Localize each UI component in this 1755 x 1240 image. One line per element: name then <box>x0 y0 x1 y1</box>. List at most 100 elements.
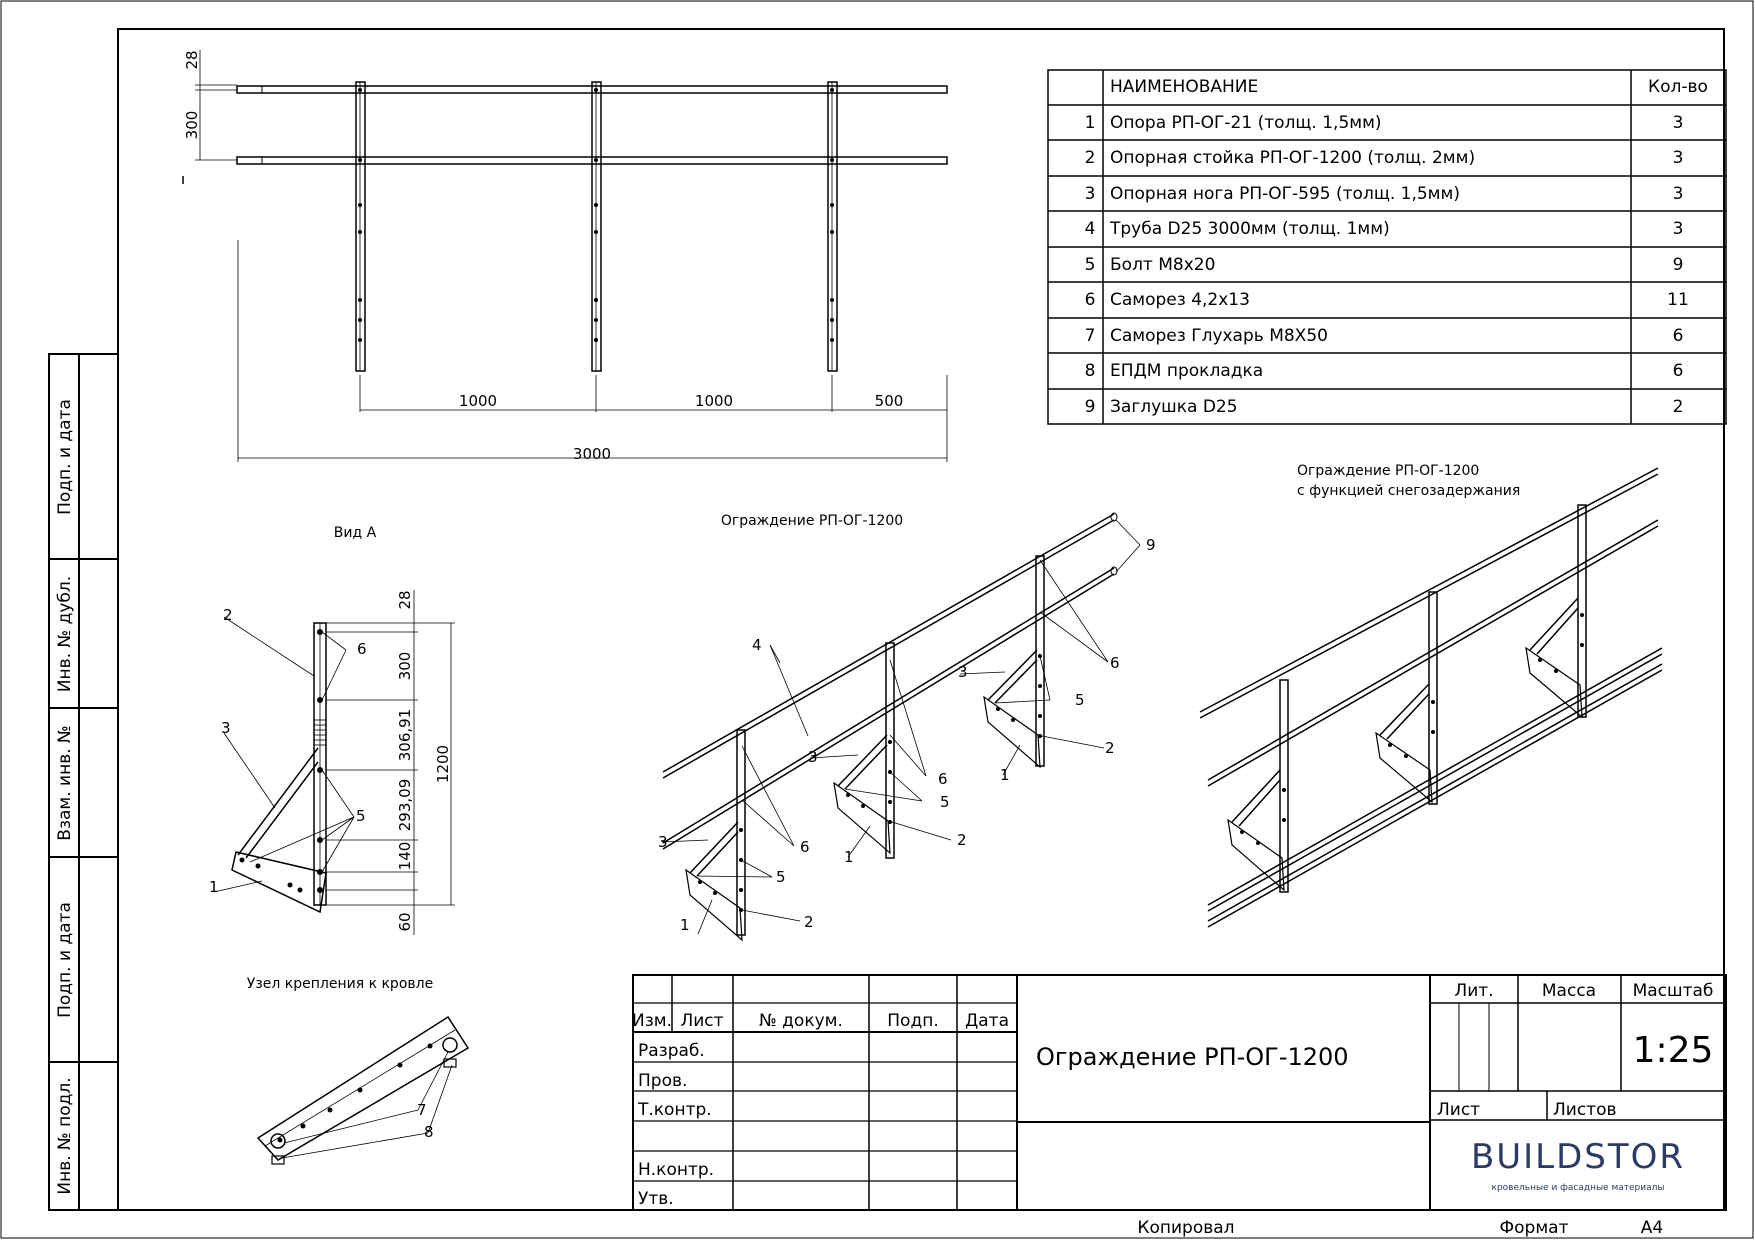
spec-name: Заглушка D25 <box>1110 397 1238 417</box>
tb-col-header: Дата <box>965 1011 1009 1031</box>
view-a-dims: 28 300 306,91 293,09 140 60 1200 2 6 3 5… <box>209 590 452 931</box>
iso2-caption-1: Ограждение РП-ОГ-1200 <box>1297 463 1479 479</box>
callout: 5 <box>356 807 366 825</box>
stamp-orig-inv: Инв. № подл. <box>55 1077 75 1194</box>
front-view <box>182 50 948 462</box>
callout: 5 <box>940 793 950 811</box>
front-dim-28: 28 <box>183 50 201 69</box>
title-block <box>632 974 1727 1211</box>
callout: 3 <box>958 663 968 681</box>
spec-pos: 9 <box>1085 397 1096 417</box>
spec-name: Саморез Глухарь М8Х50 <box>1110 326 1328 346</box>
stamp-sign-date-2: Подп. и дата <box>55 902 75 1018</box>
title-block-labels: Изм. Лист № докум. Подп. Дата Разраб. Пр… <box>632 981 1713 1238</box>
spec-pos: 2 <box>1085 148 1096 168</box>
spec-qty: 9 <box>1673 255 1684 275</box>
spec-qty: 6 <box>1673 326 1684 346</box>
side-stamp <box>48 353 119 1211</box>
callout: 3 <box>658 833 668 851</box>
callout: 5 <box>776 868 786 886</box>
view-a-dim: 60 <box>396 912 414 931</box>
spec-qty: 11 <box>1667 290 1689 310</box>
callout: 9 <box>1146 536 1156 554</box>
spec-pos: 7 <box>1085 326 1096 346</box>
view-a-dim: 28 <box>396 590 414 609</box>
spec-pos: 5 <box>1085 255 1096 275</box>
spec-qty: 3 <box>1673 113 1684 133</box>
spec-name: Опора РП-ОГ-21 (толщ. 1,5мм) <box>1110 113 1382 133</box>
stamp-sign-date-1: Подп. и дата <box>55 399 75 515</box>
view-a-dim: 293,09 <box>396 779 414 832</box>
callout: 7 <box>417 1101 427 1119</box>
iso2-caption-2: с функцией снегозадержания <box>1297 483 1520 499</box>
iso1-caption: Ограждение РП-ОГ-1200 <box>721 513 903 529</box>
spec-pos: 4 <box>1085 219 1096 239</box>
spec-qty: 3 <box>1673 219 1684 239</box>
spec-name: Опорная стойка РП-ОГ-1200 (толщ. 2мм) <box>1110 148 1475 168</box>
callout: 1 <box>844 848 854 866</box>
callout: 6 <box>1110 654 1120 672</box>
spec-qty: 2 <box>1673 397 1684 417</box>
roof-node <box>256 1015 470 1165</box>
tb-col-header: № докум. <box>759 1011 843 1031</box>
front-dim-span2: 1000 <box>695 392 733 410</box>
view-a <box>213 590 455 935</box>
view-a-height: 1200 <box>434 745 452 783</box>
callout: 5 <box>1075 691 1085 709</box>
footer-copied: Копировал <box>1137 1218 1234 1238</box>
front-dim-total: 3000 <box>573 445 611 463</box>
company-logo-sub: кровельные и фасадные материалы <box>1492 1183 1665 1193</box>
view-a-dim: 306,91 <box>396 709 414 762</box>
callout: 2 <box>804 913 814 931</box>
tb-sheet: Лист <box>1437 1100 1480 1120</box>
spec-qty: 6 <box>1673 361 1684 381</box>
callout: 4 <box>752 636 762 654</box>
callout: 2 <box>1105 739 1115 757</box>
front-dim-300: 300 <box>183 111 201 140</box>
spec-pos: 1 <box>1085 113 1096 133</box>
view-a-caption: Вид А <box>334 525 377 541</box>
view-a-dim: 140 <box>396 842 414 871</box>
spec-qty: 3 <box>1673 184 1684 204</box>
front-dim-span1: 1000 <box>459 392 497 410</box>
spec-header-qty: Кол-во <box>1648 77 1708 97</box>
footer-format: А4 <box>1641 1218 1663 1238</box>
iso-view-2 <box>1199 467 1663 928</box>
roof-node-caption: Узел крепления к кровле <box>247 976 433 992</box>
view-a-dim: 300 <box>396 652 414 681</box>
callout: 1 <box>680 916 690 934</box>
spec-name: ЕПДМ прокладка <box>1110 361 1263 381</box>
callout: 2 <box>957 831 967 849</box>
callout: 1 <box>1000 766 1010 784</box>
callout: 6 <box>357 640 367 658</box>
spec-name: Саморез 4,2х13 <box>1110 290 1250 310</box>
spec-pos: 8 <box>1085 361 1096 381</box>
iso-view-1 <box>661 512 1141 942</box>
spec-name: Опорная нога РП-ОГ-595 (толщ. 1,5мм) <box>1110 184 1460 204</box>
tb-row-label: Пров. <box>638 1071 687 1091</box>
tb-col-header: Лист <box>680 1011 723 1031</box>
tb-row-label: Утв. <box>638 1189 674 1209</box>
spec-name: Болт М8х20 <box>1110 255 1215 275</box>
tb-col-header: Изм. <box>632 1011 672 1031</box>
stamp-replace-inv: Взам. инв. № <box>55 725 75 840</box>
tb-row-label: Н.контр. <box>638 1160 714 1180</box>
tb-scale: 1:25 <box>1633 1030 1714 1071</box>
spec-pos: 6 <box>1085 290 1096 310</box>
callout: 8 <box>424 1123 434 1141</box>
callout: 6 <box>938 770 948 788</box>
spec-pos: 3 <box>1085 184 1096 204</box>
spec-qty: 3 <box>1673 148 1684 168</box>
spec-header-name: НАИМЕНОВАНИЕ <box>1110 77 1258 97</box>
spec-rows: 1 Опора РП-ОГ-21 (толщ. 1,5мм) 3 2 Опорн… <box>1085 113 1689 417</box>
callout: 3 <box>808 748 818 766</box>
front-dim-span3: 500 <box>875 392 904 410</box>
tb-sheets: Листов <box>1553 1100 1617 1120</box>
tb-col-header: Подп. <box>887 1011 938 1031</box>
tb-scale-label: Масштаб <box>1633 981 1714 1001</box>
footer-format-label: Формат <box>1500 1218 1569 1238</box>
tb-row-label: Т.контр. <box>637 1100 712 1120</box>
callout: 1 <box>209 878 219 896</box>
